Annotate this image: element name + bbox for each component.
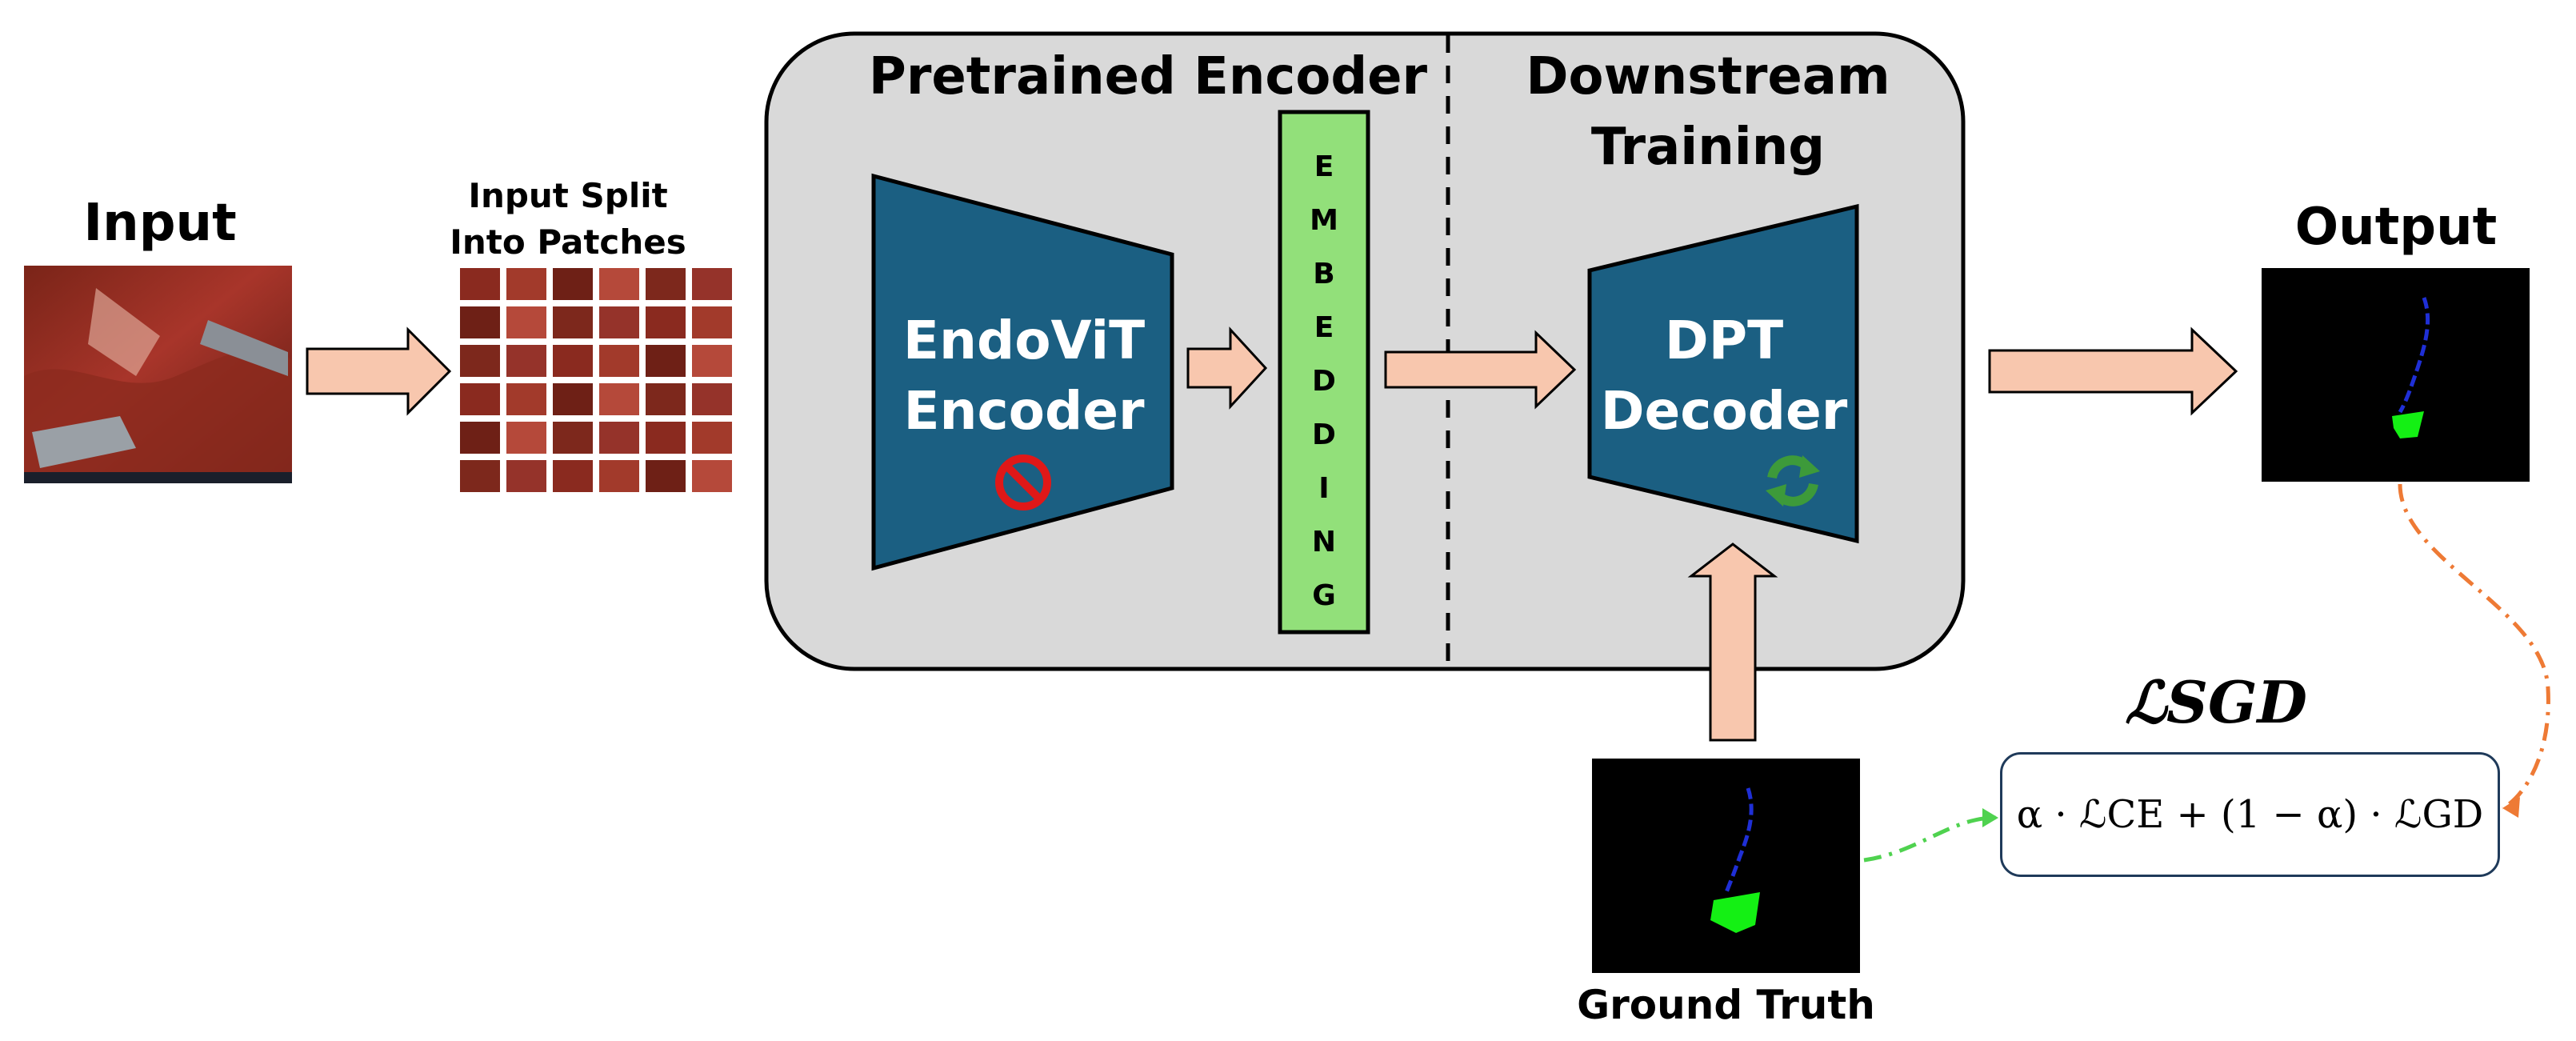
output-to-loss-arrowhead (2502, 797, 2520, 818)
patch-tile (692, 460, 732, 492)
arrow-input-to-patches (306, 326, 452, 416)
decoder-label-line2: Decoder (1600, 380, 1848, 442)
patch-tile (553, 268, 593, 300)
input-image (24, 266, 292, 483)
patch-tile (692, 345, 732, 377)
patch-tile (553, 306, 593, 338)
patch-tile (646, 383, 686, 415)
arrow-groundtruth-to-decoder (1687, 543, 1778, 742)
arrow-encoder-to-embedding (1186, 326, 1268, 410)
patch-tile (553, 383, 593, 415)
patch-tile (599, 306, 639, 338)
patch-tile (553, 422, 593, 454)
patch-tile (646, 268, 686, 300)
patch-tile (692, 268, 732, 300)
embedding-letter: N (1311, 526, 1337, 559)
patch-tile (460, 306, 500, 338)
embedding-letter: E (1314, 311, 1334, 344)
embedding-letter: D (1312, 365, 1336, 398)
patch-tile (646, 460, 686, 492)
patch-tile (599, 422, 639, 454)
patch-tile (506, 268, 546, 300)
patch-tile (553, 345, 593, 377)
patch-tile (506, 345, 546, 377)
patch-tile (692, 422, 732, 454)
loss-title: ℒSGD (2125, 668, 2307, 736)
patch-tile (506, 460, 546, 492)
encoder-label-line2: Encoder (903, 380, 1145, 442)
pretrained-encoder-label: Pretrained Encoder (868, 47, 1428, 106)
embedding-letter: D (1312, 418, 1336, 451)
patch-tile (460, 422, 500, 454)
patch-tile (506, 383, 546, 415)
training-label: Training (1590, 118, 1826, 177)
patch-grid (460, 268, 732, 492)
embedding-letter: M (1310, 204, 1338, 237)
input-split-label: Input Split (468, 176, 668, 215)
embedding-letter: B (1313, 258, 1335, 290)
encoder-block (871, 173, 1174, 571)
refresh-icon (1766, 455, 1820, 506)
groundtruth-to-loss-arrowhead (1982, 808, 1998, 827)
embedding-letter: I (1318, 472, 1330, 505)
loss-formula-box: α · ℒCE + (1 − α) · ℒGD (2000, 752, 2500, 877)
input-label: Input (83, 194, 237, 253)
embedding-letter: E (1314, 150, 1334, 183)
embedding-letter: G (1312, 579, 1336, 612)
patch-tile (506, 422, 546, 454)
patch-tile (599, 268, 639, 300)
patch-tile (692, 306, 732, 338)
patch-tile (692, 383, 732, 415)
patch-tile (646, 306, 686, 338)
encoder-label-line1: EndoViT (902, 310, 1146, 371)
output-to-loss-curve (2398, 483, 2550, 811)
patch-tile (599, 460, 639, 492)
patch-tile (506, 306, 546, 338)
patch-tile (460, 383, 500, 415)
arrow-decoder-to-output (1988, 326, 2238, 416)
patch-tile (646, 345, 686, 377)
output-mask (2262, 268, 2530, 482)
patch-tile (460, 345, 500, 377)
arrow-embedding-to-decoder (1384, 330, 1577, 410)
patch-tile (460, 460, 500, 492)
patch-tile (599, 383, 639, 415)
decoder-label-line1: DPT (1664, 310, 1784, 371)
ground-truth-label: Ground Truth (1577, 982, 1875, 1028)
groundtruth-to-loss-curve (1863, 815, 1999, 863)
into-patches-label: Into Patches (450, 222, 686, 262)
loss-formula: α · ℒCE + (1 − α) · ℒGD (2016, 792, 2484, 837)
patch-tile (553, 460, 593, 492)
embedding-bar (1278, 110, 1370, 635)
patch-tile (599, 345, 639, 377)
no-entry-icon (995, 454, 1051, 510)
output-label: Output (2294, 198, 2498, 257)
downstream-label: Downstream (1526, 47, 1890, 106)
ground-truth-mask (1592, 759, 1860, 973)
patch-tile (646, 422, 686, 454)
patch-tile (460, 268, 500, 300)
